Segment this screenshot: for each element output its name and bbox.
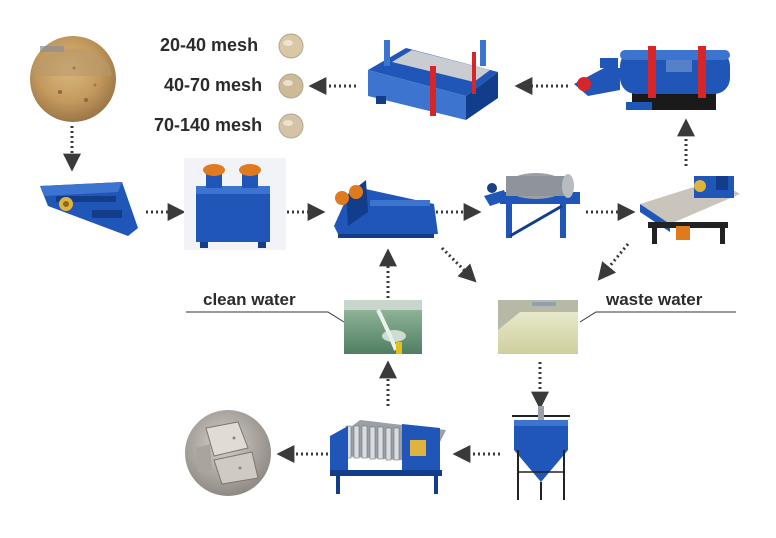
product-label-70-140: 70-140 mesh bbox=[154, 115, 263, 135]
magnetic-separator-icon bbox=[484, 173, 580, 238]
product-sample-1 bbox=[278, 73, 304, 99]
arrow-classifier-to-waste bbox=[440, 246, 477, 283]
spiral-classifier-icon bbox=[334, 180, 438, 238]
product-sample-highlight-2 bbox=[283, 120, 293, 126]
waste-water-leader bbox=[579, 311, 736, 323]
waste-water-label: waste water bbox=[606, 290, 703, 309]
raw-sand-image bbox=[30, 36, 116, 122]
product-sample-2 bbox=[278, 113, 304, 139]
filter-cake-image bbox=[185, 410, 271, 496]
dewatering-screen-icon bbox=[640, 176, 740, 244]
product-label-40-70: 40-70 mesh bbox=[164, 75, 263, 95]
arrow-dewatering-to-waste bbox=[597, 243, 630, 281]
clean-water-label: clean water bbox=[203, 290, 296, 309]
rotary-dryer-icon bbox=[574, 46, 730, 110]
thickener-tank-icon bbox=[512, 406, 570, 500]
square-screen-icon bbox=[368, 40, 498, 120]
product-sample-0 bbox=[278, 33, 304, 59]
product-sample-highlight-1 bbox=[283, 80, 293, 86]
vibrating-feeder-icon bbox=[40, 182, 138, 236]
filter-press-icon bbox=[330, 420, 446, 494]
attrition-scrubber-icon bbox=[184, 158, 286, 250]
product-sample-highlight-0 bbox=[283, 40, 293, 46]
flow-arrows bbox=[63, 77, 695, 463]
product-sand-samples bbox=[278, 33, 304, 139]
product-label-20-40: 20-40 mesh bbox=[160, 35, 259, 55]
clean-water-leader bbox=[186, 311, 345, 323]
clean-water-pool-image bbox=[344, 300, 422, 354]
waste-water-pool-image bbox=[498, 300, 578, 354]
